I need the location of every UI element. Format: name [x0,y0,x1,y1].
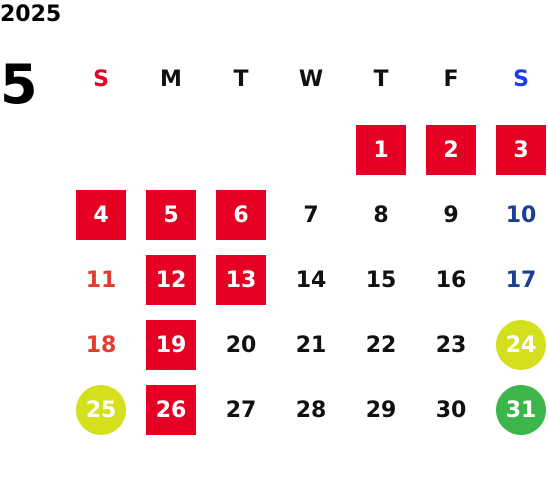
day-cell[interactable]: 8 [373,202,389,228]
day-cell[interactable]: 28 [295,397,327,423]
day-cell[interactable]: 23 [435,332,467,358]
day-cell[interactable]: 26 [146,385,196,435]
day-cell[interactable]: 9 [443,202,459,228]
weekday-label: F [443,67,459,92]
day-cell[interactable]: 11 [85,267,117,293]
day-cell[interactable]: 14 [295,267,327,293]
month-number: 5 [0,53,38,116]
weekday-label: S [513,67,529,92]
weekday-label: T [233,67,249,92]
weekday-label: S [93,67,109,92]
day-cell[interactable]: 19 [146,320,196,370]
day-cell[interactable]: 3 [496,125,546,175]
day-cell[interactable]: 6 [216,190,266,240]
day-cell[interactable]: 20 [225,332,257,358]
day-cell[interactable]: 16 [435,267,467,293]
day-cell[interactable]: 27 [225,397,257,423]
day-cell[interactable]: 1 [356,125,406,175]
day-cell[interactable]: 4 [76,190,126,240]
day-cell[interactable]: 12 [146,255,196,305]
day-cell[interactable]: 17 [505,267,537,293]
day-cell[interactable]: 5 [146,190,196,240]
day-cell[interactable]: 7 [303,202,319,228]
day-cell[interactable]: 13 [216,255,266,305]
day-cell[interactable]: 31 [496,385,546,435]
day-cell[interactable]: 25 [76,385,126,435]
weekday-label: T [373,67,389,92]
day-cell[interactable]: 21 [295,332,327,358]
day-cell[interactable]: 29 [365,397,397,423]
day-cell[interactable]: 24 [496,320,546,370]
day-cell[interactable]: 10 [505,202,537,228]
day-cell[interactable]: 18 [85,332,117,358]
day-cell[interactable]: 30 [435,397,467,423]
year-label: 2025 [0,2,62,27]
day-cell[interactable]: 15 [365,267,397,293]
weekday-label: W [298,67,324,92]
weekday-label: M [160,67,182,92]
day-cell[interactable]: 2 [426,125,476,175]
day-cell[interactable]: 22 [365,332,397,358]
